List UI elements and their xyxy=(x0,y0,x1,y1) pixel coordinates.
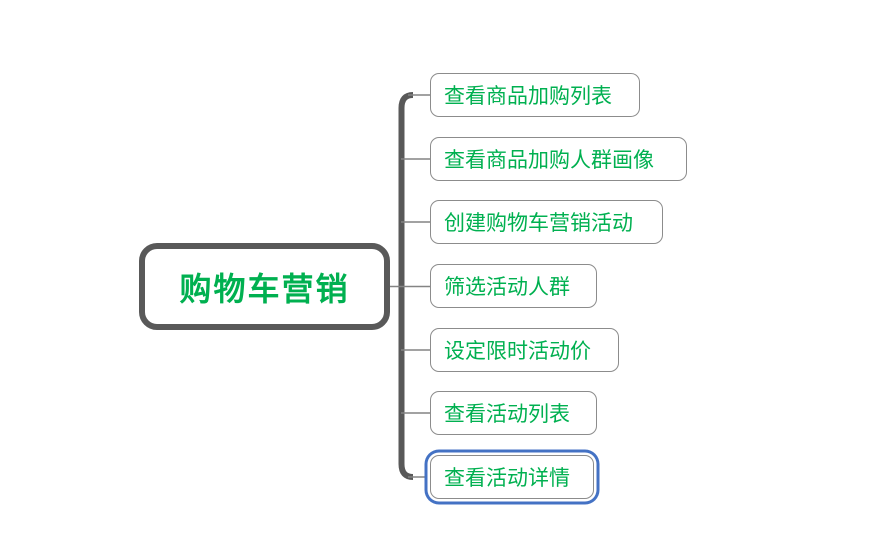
subtopic-view-campaign-details[interactable]: 查看活动详情 xyxy=(430,455,594,499)
subtopic-label: 查看活动详情 xyxy=(444,467,570,490)
subtopic-create-cart-campaign[interactable]: 创建购物车营销活动 xyxy=(430,200,663,244)
subtopic-label: 筛选活动人群 xyxy=(444,276,570,299)
subtopic-view-product-cart-list[interactable]: 查看商品加购列表 xyxy=(430,73,640,117)
subtopic-label: 设定限时活动价 xyxy=(444,340,591,363)
subtopic-filter-campaign-audience[interactable]: 筛选活动人群 xyxy=(430,264,597,308)
subtopic-view-cart-user-profile[interactable]: 查看商品加购人群画像 xyxy=(430,137,687,181)
subtopic-label: 查看商品加购列表 xyxy=(444,85,612,108)
subtopic-label: 查看活动列表 xyxy=(444,403,570,426)
subtopic-view-campaign-list[interactable]: 查看活动列表 xyxy=(430,391,597,435)
subtopic-label: 查看商品加购人群画像 xyxy=(444,149,654,172)
central-topic-label: 购物车营销 xyxy=(179,270,350,307)
subtopic-set-limited-time-price[interactable]: 设定限时活动价 xyxy=(430,328,619,372)
subtopic-label: 创建购物车营销活动 xyxy=(444,212,633,235)
central-topic[interactable]: 购物车营销 xyxy=(139,243,390,330)
